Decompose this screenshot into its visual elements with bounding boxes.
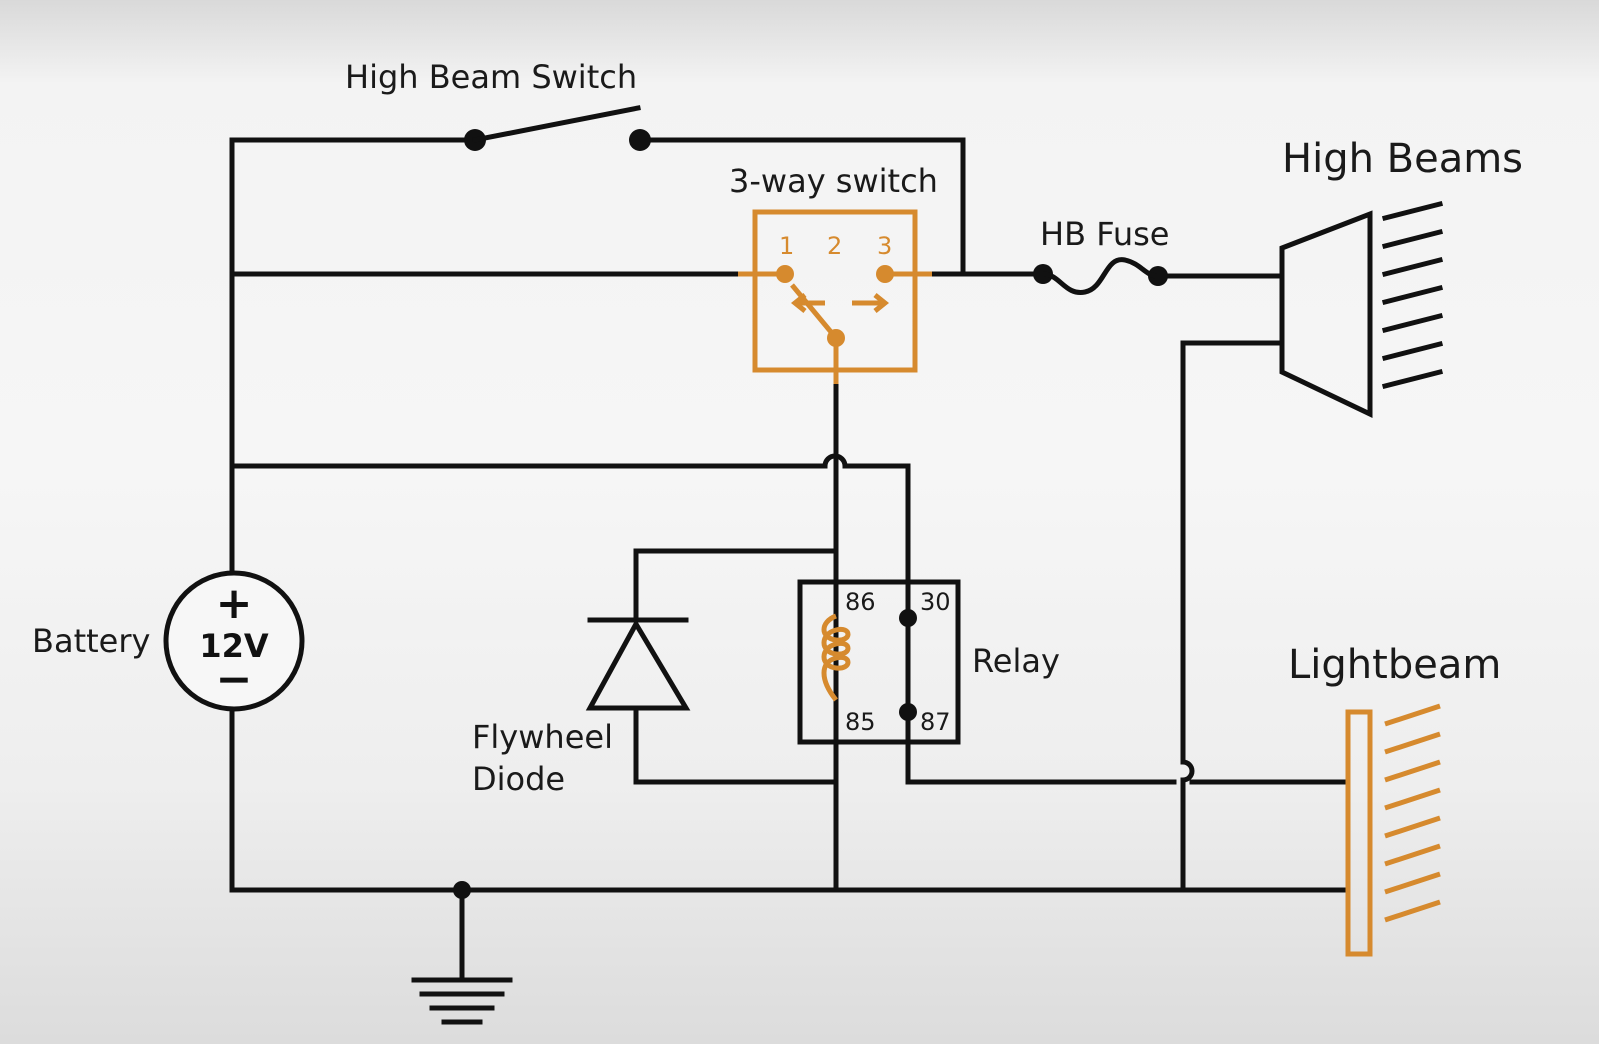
switch-wiper bbox=[790, 283, 838, 340]
three-way-switch-label: 3-way switch bbox=[729, 162, 938, 200]
relay-pin-87-dot bbox=[899, 703, 917, 721]
battery: + 12V − bbox=[163, 570, 305, 712]
relay: 86 30 85 87 bbox=[797, 579, 961, 745]
fuse-element bbox=[1040, 257, 1161, 295]
relay-coil bbox=[821, 613, 851, 702]
wire-highbeams-return bbox=[1180, 340, 1285, 893]
lightbeam-ray bbox=[1384, 731, 1441, 755]
high-beam-switch-label: High Beam Switch bbox=[345, 58, 637, 96]
wire-ground-rail bbox=[229, 709, 1351, 893]
wire-top-left bbox=[229, 137, 475, 593]
lightbeam-ray bbox=[1384, 843, 1441, 867]
switch-pin-1-dot bbox=[776, 265, 794, 283]
battery-minus: − bbox=[216, 654, 253, 705]
lightbeam-rays bbox=[1384, 703, 1441, 923]
lightbeam-ray bbox=[1384, 871, 1441, 895]
switch-pin-3-dot bbox=[876, 265, 894, 283]
relay-pin-87: 87 bbox=[920, 708, 951, 736]
relay-label: Relay bbox=[972, 642, 1060, 680]
hb-fuse bbox=[1033, 257, 1168, 295]
relay-pin-30-dot bbox=[899, 609, 917, 627]
high-beams-ray bbox=[1381, 256, 1444, 278]
wire-relay87-lightbeam bbox=[905, 709, 1177, 785]
high-beams-rays bbox=[1381, 200, 1444, 390]
lightbeam-ray bbox=[1384, 899, 1441, 923]
high-beam-switch[interactable] bbox=[464, 105, 651, 151]
hb-fuse-label: HB Fuse bbox=[1040, 215, 1169, 253]
switch-contact-right bbox=[629, 129, 651, 151]
relay-box bbox=[797, 579, 961, 745]
high-beams-body bbox=[1279, 210, 1373, 418]
lightbeam-body bbox=[1345, 709, 1373, 957]
three-way-switch[interactable]: 1 2 3 bbox=[738, 209, 932, 384]
lightbeam-ray bbox=[1384, 703, 1441, 727]
lightbeam-lamp bbox=[1345, 703, 1441, 957]
battery-voltage: 12V bbox=[199, 627, 269, 665]
lightbeam-ray bbox=[1384, 759, 1441, 783]
wire-diode-bottom bbox=[633, 705, 839, 785]
battery-circle bbox=[163, 570, 305, 712]
wire-top-right bbox=[637, 137, 966, 277]
flywheel-diode-label-line1: Flywheel bbox=[472, 718, 613, 756]
high-beams-ray bbox=[1381, 284, 1444, 306]
switch-lever bbox=[472, 105, 641, 143]
lightbeam-ray bbox=[1384, 787, 1441, 811]
high-beams-ray bbox=[1381, 368, 1444, 390]
diode-triangle bbox=[585, 618, 691, 711]
switch-pin-3-label: 3 bbox=[877, 232, 892, 260]
high-beams-lamp bbox=[1279, 200, 1444, 418]
arrow-left-head bbox=[790, 293, 807, 313]
high-beams-ray bbox=[1381, 200, 1444, 222]
high-beams-label: High Beams bbox=[1282, 136, 1523, 182]
battery-label: Battery bbox=[32, 622, 150, 660]
switch-pin-2-label: 2 bbox=[827, 232, 842, 260]
ground-junction-dot bbox=[453, 881, 471, 899]
lightbeam-label: Lightbeam bbox=[1288, 642, 1501, 688]
flywheel-diode-label-line2: Diode bbox=[472, 760, 565, 798]
battery-plus: + bbox=[216, 578, 253, 629]
relay-pin-86: 86 bbox=[845, 588, 876, 616]
relay-pin-30: 30 bbox=[920, 588, 951, 616]
wire-diode-top bbox=[633, 548, 839, 623]
wires bbox=[229, 137, 1351, 983]
arrow-right-head bbox=[873, 293, 890, 313]
switch-pin-1-label: 1 bbox=[779, 232, 794, 260]
flywheel-diode bbox=[585, 617, 691, 711]
relay-pin-85: 85 bbox=[845, 708, 876, 736]
ground-symbol bbox=[411, 881, 513, 1025]
high-beams-ray bbox=[1381, 312, 1444, 334]
high-beams-ray bbox=[1381, 228, 1444, 250]
high-beams-ray bbox=[1381, 340, 1444, 362]
lightbeam-ray bbox=[1384, 815, 1441, 839]
